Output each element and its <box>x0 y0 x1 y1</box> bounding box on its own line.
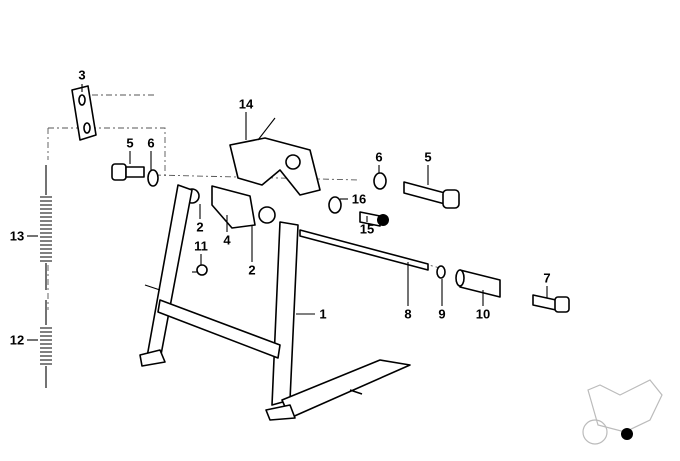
label-9: 9 <box>438 306 446 322</box>
pin-8 <box>299 229 429 271</box>
center-stand-1 <box>139 184 411 421</box>
label-2: 2 <box>248 262 256 278</box>
washer-16 <box>328 196 342 214</box>
label-6: 6 <box>147 135 155 151</box>
spacer-15 <box>359 211 389 227</box>
label-3: 3 <box>78 67 86 83</box>
bushing-2-right <box>258 206 276 224</box>
bolt-7 <box>532 294 570 313</box>
label-7: 7 <box>543 270 551 286</box>
label-16: 16 <box>351 191 367 207</box>
label-1: 1 <box>319 306 327 322</box>
spring-12 <box>40 300 52 388</box>
bolt-5-left <box>111 163 145 181</box>
label-6: 6 <box>375 149 383 165</box>
label-5: 5 <box>126 135 134 151</box>
label-15: 15 <box>359 221 375 237</box>
label-8: 8 <box>404 306 412 322</box>
leader-lines <box>27 84 548 341</box>
label-4: 4 <box>223 232 231 248</box>
ring-9 <box>436 265 446 279</box>
link-plate-4 <box>211 185 256 229</box>
label-2: 2 <box>196 219 204 235</box>
label-13: 13 <box>9 228 25 244</box>
label-5: 5 <box>424 149 432 165</box>
spring-13 <box>40 165 52 290</box>
bolt-5-right <box>403 181 460 209</box>
motorcycle-thumbnail-icon <box>582 379 663 445</box>
bushing-10 <box>455 269 501 298</box>
part-3-plate <box>71 85 97 141</box>
washer-6-left <box>147 169 159 187</box>
label-12: 12 <box>9 332 25 348</box>
washer-6-right <box>373 172 387 190</box>
label-14: 14 <box>238 96 254 112</box>
bolt-11 <box>192 264 208 276</box>
label-11: 11 <box>194 238 208 254</box>
label-10: 10 <box>475 306 491 322</box>
part-14-bracket <box>229 117 321 196</box>
